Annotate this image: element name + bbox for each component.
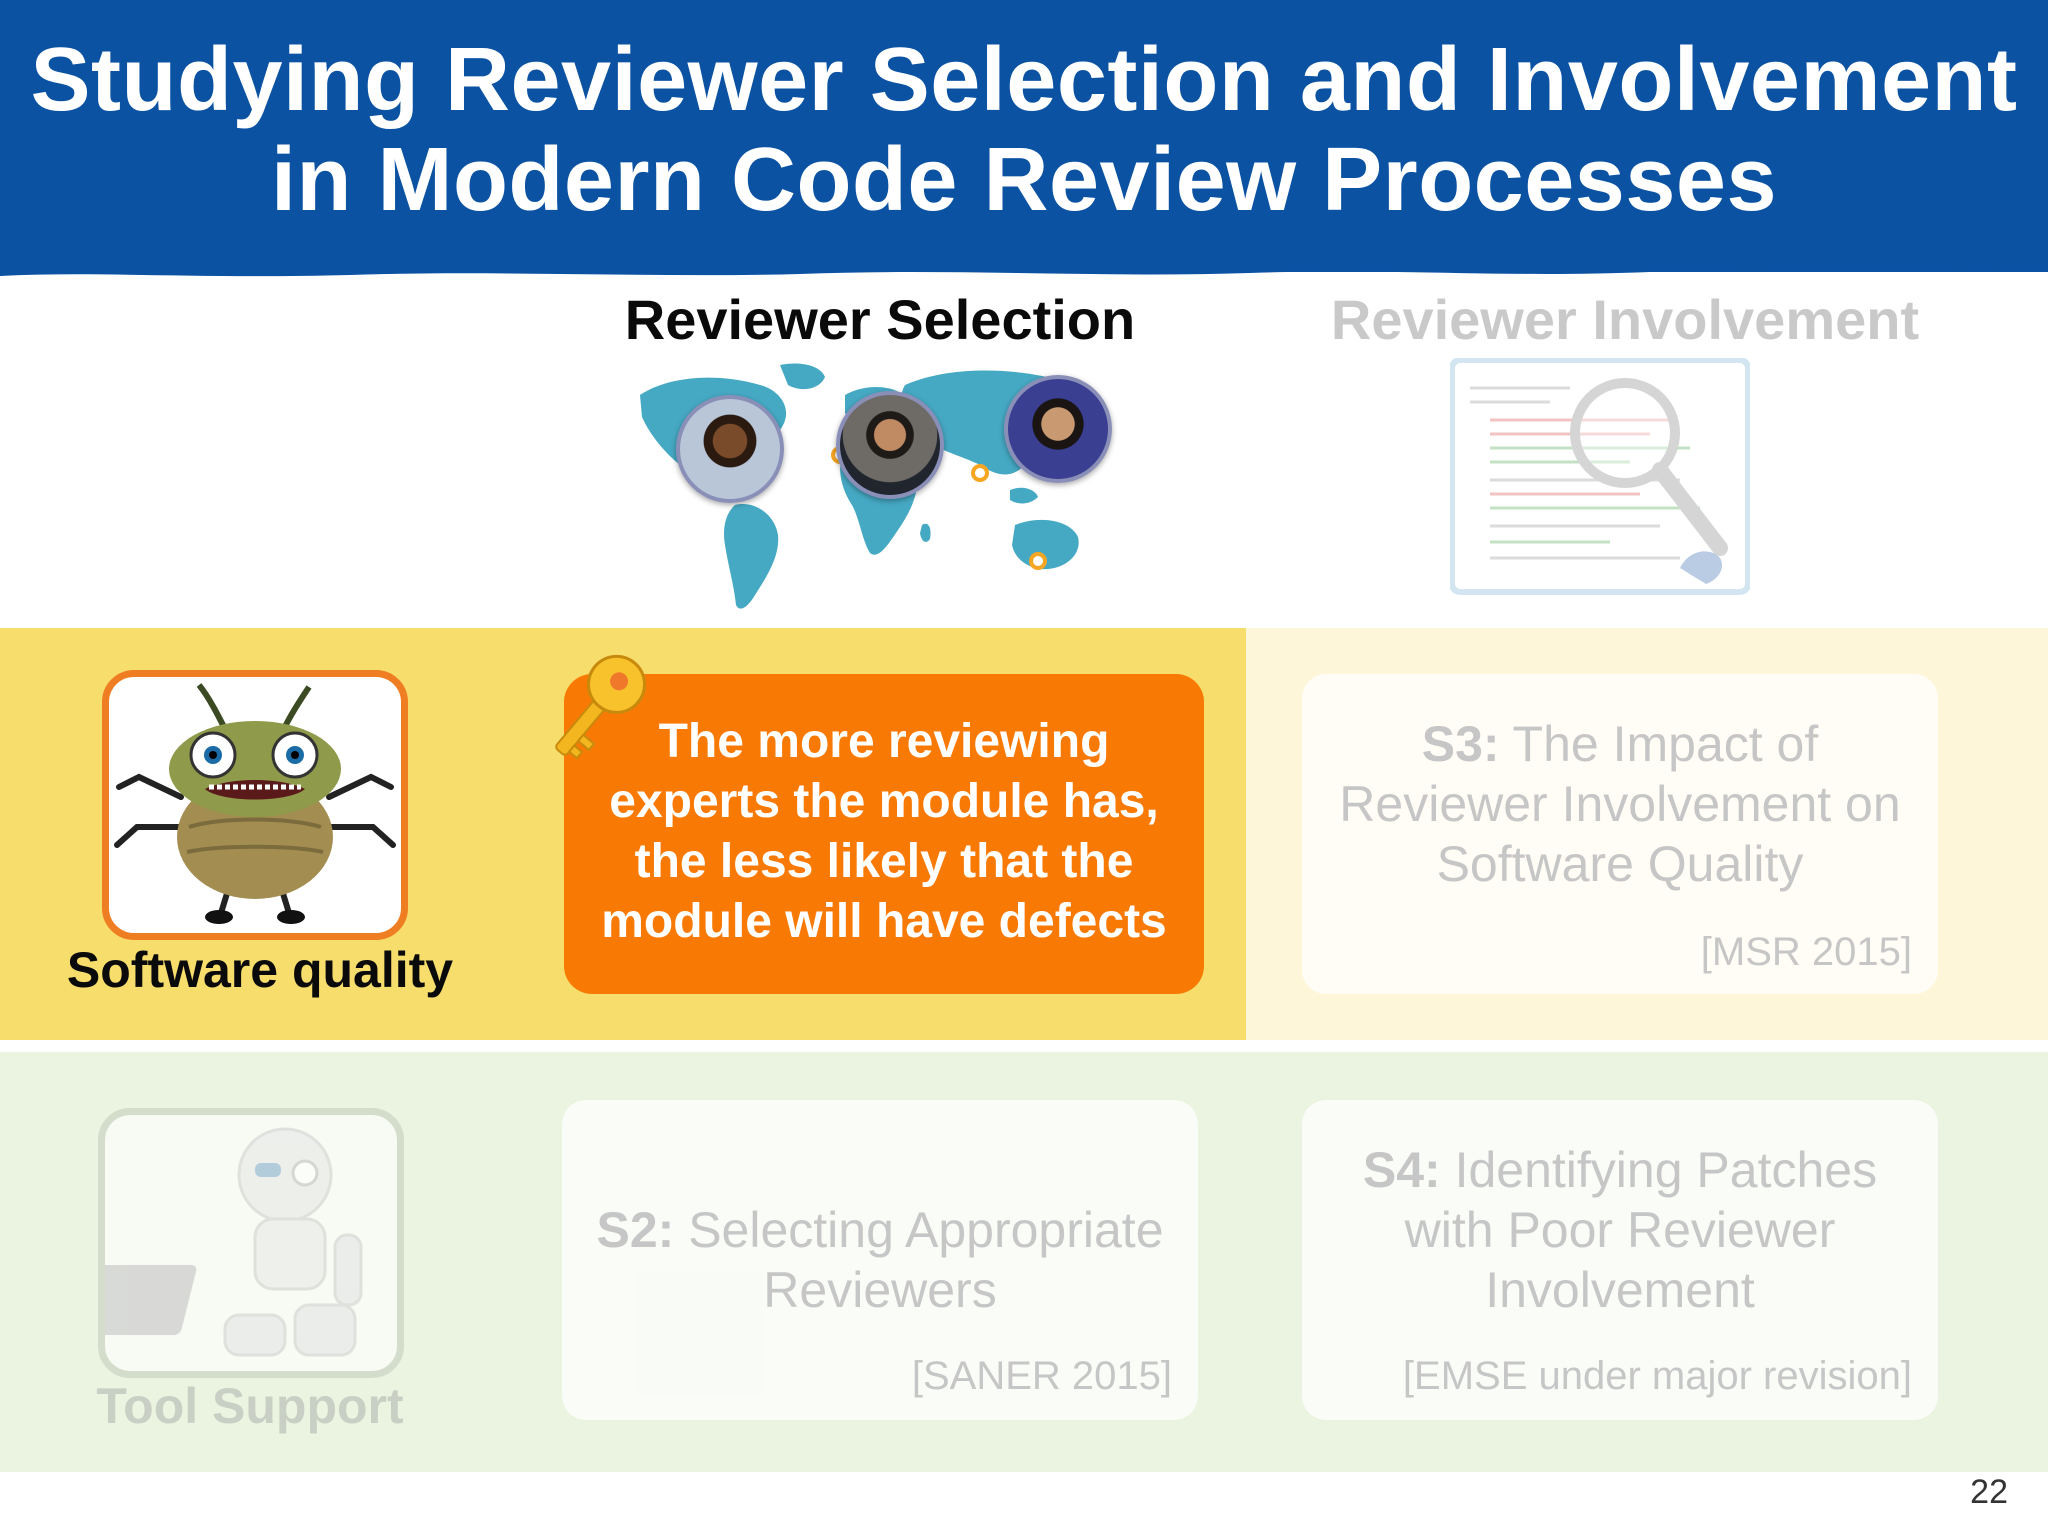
world-map-icon bbox=[630, 355, 1112, 615]
software-quality-label: Software quality bbox=[66, 942, 454, 998]
tool-support-label: Tool Support bbox=[96, 1378, 404, 1434]
study-card-s3-text: The Impact of Reviewer Involvement on So… bbox=[1339, 716, 1901, 892]
study-card-s3-ref: [MSR 2015] bbox=[1700, 930, 1912, 974]
study-card-s2: S2: Selecting Appropriate Reviewers [SAN… bbox=[562, 1100, 1198, 1420]
key-finding-text: The more reviewing experts the module ha… bbox=[601, 715, 1167, 948]
page-number: 22 bbox=[1970, 1473, 2008, 1511]
study-card-s2-id: S2: bbox=[596, 1202, 675, 1258]
slide-title: Studying Reviewer Selection and Involvem… bbox=[30, 30, 2018, 230]
study-card-s3: S3: The Impact of Reviewer Involvement o… bbox=[1302, 674, 1938, 994]
avatar-reviewer-3 bbox=[1004, 375, 1112, 483]
study-card-s4-id: S4: bbox=[1362, 1142, 1441, 1198]
avatar-reviewer-1 bbox=[676, 395, 784, 503]
study-card-s2-text: Selecting Appropriate Reviewers bbox=[688, 1202, 1164, 1318]
study-card-s4: S4: Identifying Patches with Poor Review… bbox=[1302, 1100, 1938, 1420]
key-icon bbox=[555, 654, 647, 760]
study-card-s3-title: S3: The Impact of Reviewer Involvement o… bbox=[1302, 714, 1938, 894]
bug-graphic bbox=[114, 683, 396, 924]
header-torn-edge bbox=[0, 262, 2048, 277]
study-card-s3-id: S3: bbox=[1421, 716, 1500, 772]
study-card-s2-ref: [SANER 2015] bbox=[911, 1354, 1172, 1398]
reviewer-selection-heading: Reviewer Selection bbox=[624, 288, 1136, 351]
magnifier-code-icon bbox=[1450, 358, 1750, 595]
key-finding-box: The more reviewing experts the module ha… bbox=[564, 674, 1204, 994]
robot-graphic bbox=[105, 1127, 363, 1357]
reviewer-involvement-heading: Reviewer Involvement bbox=[1330, 288, 1920, 351]
slide-header: Studying Reviewer Selection and Involvem… bbox=[0, 0, 2048, 272]
study-card-s4-ref: [EMSE under major revision] bbox=[1402, 1354, 1912, 1398]
study-card-s4-text: Identifying Patches with Poor Reviewer I… bbox=[1404, 1142, 1878, 1318]
study-card-s4-title: S4: Identifying Patches with Poor Review… bbox=[1302, 1140, 1938, 1320]
study-card-s2-title: S2: Selecting Appropriate Reviewers bbox=[562, 1200, 1198, 1320]
robot-icon bbox=[98, 1108, 404, 1378]
avatar-reviewer-2 bbox=[836, 391, 944, 499]
bug-mascot-icon bbox=[102, 670, 408, 940]
